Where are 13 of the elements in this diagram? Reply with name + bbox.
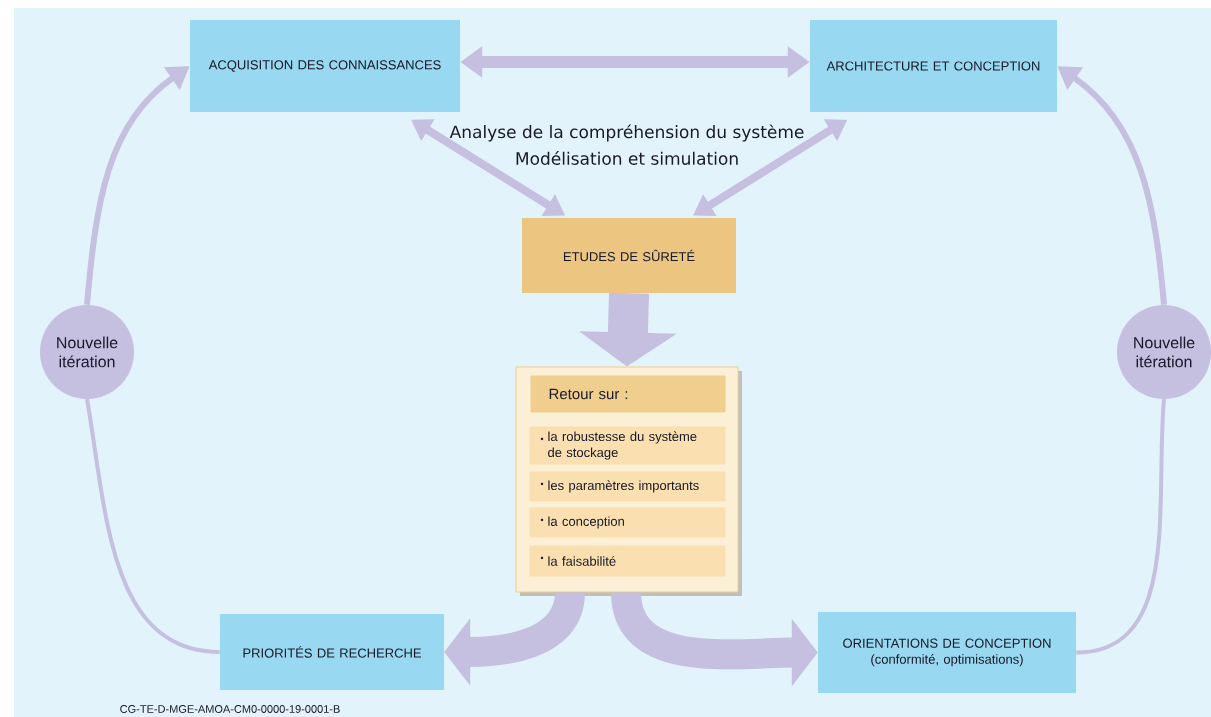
process-box: ORIENTATIONS DE CONCEPTION (conformité, optimisations) bbox=[818, 612, 1076, 693]
process-box: ETUDES DE SÛRETÉ bbox=[522, 218, 736, 293]
list-item: les paramètres importants bbox=[529, 471, 726, 502]
process-box: PRIORITÉS DE RECHERCHE bbox=[220, 614, 444, 690]
process-box: ARCHITECTURE ET CONCEPTION bbox=[810, 20, 1057, 112]
analysis-text: Modélisation et simulation bbox=[516, 151, 738, 165]
list-item: la faisabilité bbox=[529, 545, 726, 577]
analysis-text: Analyse de la compréhension du système bbox=[449, 124, 804, 142]
process-box: ACQUISITION DES CONNAISSANCES bbox=[190, 20, 460, 112]
document-reference: CG-TE-D-MGE-AMOA-CM0-0000-19-0001-B bbox=[120, 705, 340, 713]
list-item: la robustesse du système de stockage bbox=[529, 426, 726, 465]
panel-header: Retour sur : bbox=[530, 375, 726, 413]
list-item: la conception bbox=[529, 507, 726, 538]
